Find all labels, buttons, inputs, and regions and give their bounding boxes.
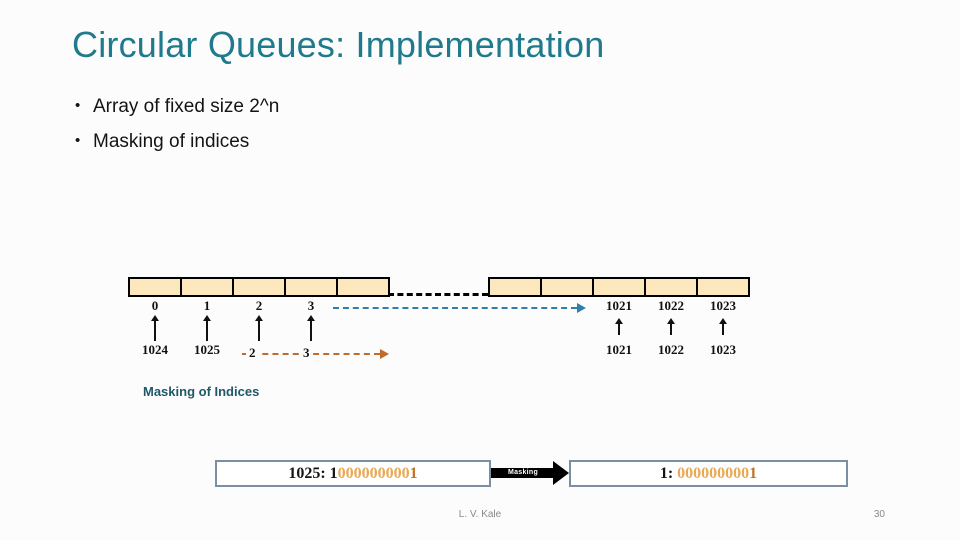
binary-prefix: 1025: 1 xyxy=(288,464,338,482)
index-label: 1023 xyxy=(710,342,736,357)
binary-last-digit: 1 xyxy=(749,464,758,482)
up-arrow-icon xyxy=(202,315,212,341)
bullet-icon: • xyxy=(75,132,81,149)
array-cell xyxy=(540,277,594,297)
array-cell xyxy=(128,277,182,297)
index-label: 0 xyxy=(151,298,159,313)
index-label: 1025 xyxy=(194,342,220,357)
footer-page-number: 30 xyxy=(873,509,885,520)
array-cell xyxy=(644,277,698,297)
section-label: Masking of Indices xyxy=(143,384,260,399)
index-label: 1021 xyxy=(606,298,632,313)
up-arrow-icon xyxy=(254,315,264,341)
index-label: 1024 xyxy=(142,342,168,357)
array-cell xyxy=(488,277,542,297)
index-label: 1023 xyxy=(710,298,736,313)
binary-zeros: 000000000 xyxy=(677,464,750,482)
masking-arrow: Masking xyxy=(491,461,569,485)
up-arrow-icon xyxy=(718,318,728,335)
array-cell xyxy=(180,277,234,297)
array-cells-right xyxy=(488,277,750,297)
index-label: 2 xyxy=(246,345,259,361)
bullet-list: • Array of fixed size 2^n • Masking of i… xyxy=(75,96,279,166)
bullet-text: Array of fixed size 2^n xyxy=(93,96,280,117)
up-arrow-icon xyxy=(666,318,676,335)
index-label: 2 xyxy=(255,298,263,313)
binary-last-digit: 1 xyxy=(409,464,418,482)
array-cells-left xyxy=(128,277,390,297)
array-cell xyxy=(232,277,286,297)
bullet-item: • Masking of indices xyxy=(75,131,279,153)
array-cell xyxy=(696,277,750,297)
array-cell xyxy=(336,277,390,297)
index-label: 1022 xyxy=(658,342,684,357)
arrow-head-icon xyxy=(553,461,569,485)
arrow-body xyxy=(491,468,554,478)
index-label: 1022 xyxy=(658,298,684,313)
array-cell xyxy=(592,277,646,297)
up-arrow-icon xyxy=(150,315,160,341)
index-label: 3 xyxy=(307,298,315,313)
binary-prefix: 1: xyxy=(659,464,678,482)
index-label: 1021 xyxy=(606,342,632,357)
bullet-text: Masking of indices xyxy=(93,131,250,152)
page-title: Circular Queues: Implementation xyxy=(72,24,605,65)
up-arrow-icon xyxy=(306,315,316,341)
index-label: 1 xyxy=(203,298,211,313)
array-gap-dashed-line xyxy=(388,293,488,296)
up-arrow-icon xyxy=(614,318,624,335)
bullet-item: • Array of fixed size 2^n xyxy=(75,96,279,118)
footer-author: L. V. Kale xyxy=(458,509,502,520)
binary-zeros: 000000000 xyxy=(337,464,410,482)
bullet-icon: • xyxy=(75,97,81,114)
array-cell xyxy=(284,277,338,297)
index-label: 3 xyxy=(300,345,313,361)
masking-arrow-label: Masking xyxy=(507,469,539,476)
wraparound-arrow-blue xyxy=(333,303,586,313)
